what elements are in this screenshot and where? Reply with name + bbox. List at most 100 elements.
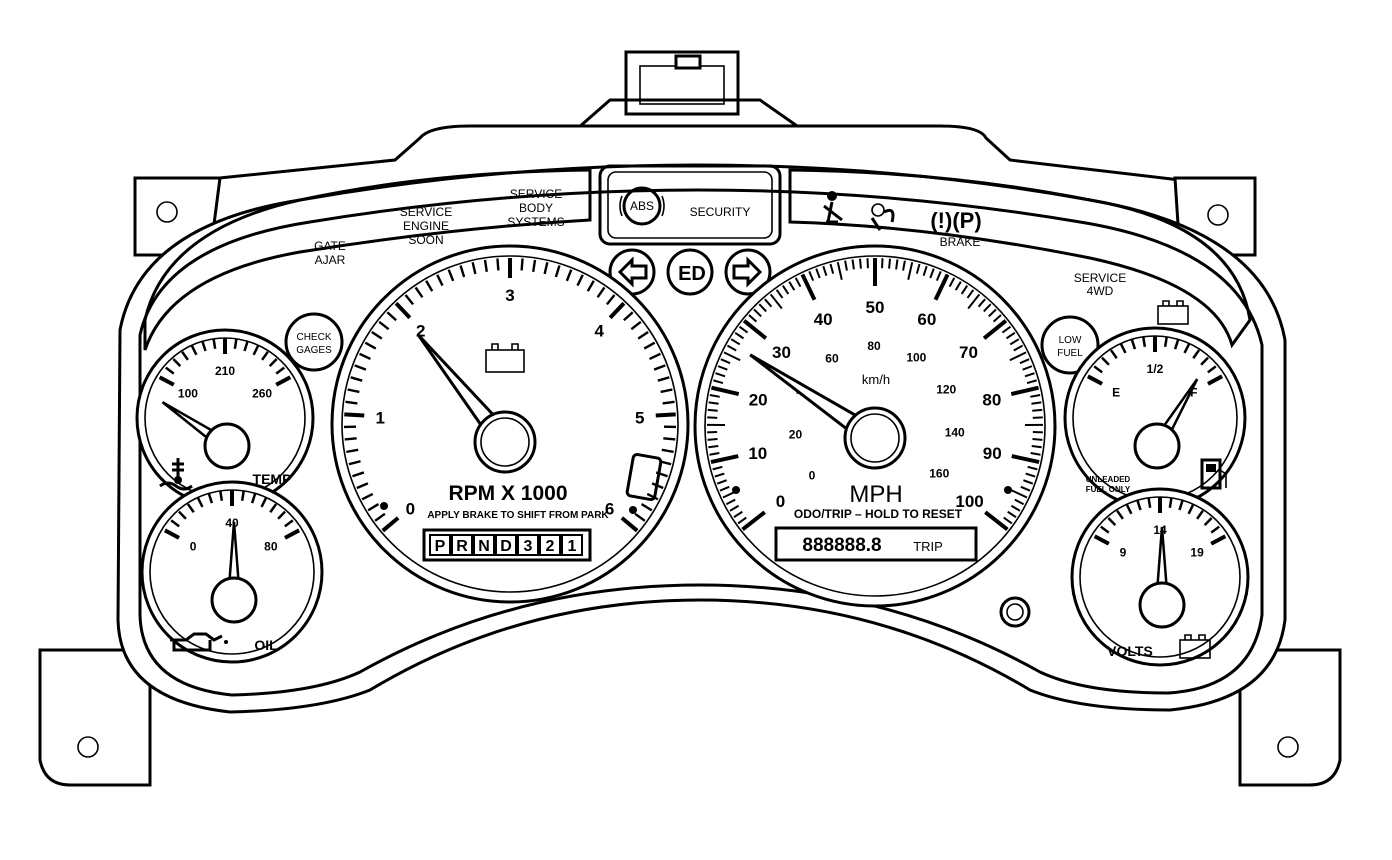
- speed-tick: [992, 314, 1002, 323]
- gauge-volts-tick: [1100, 525, 1110, 534]
- gate-ajar-label: GATE: [314, 239, 346, 253]
- right-bottom-mount-hole: [1277, 736, 1299, 758]
- speed-tick: [716, 479, 727, 485]
- tach-tick: [660, 388, 673, 394]
- gauge-temp-tick: [165, 366, 175, 375]
- speed-tick: [966, 289, 975, 299]
- gauge-fuel-tick: [1142, 336, 1147, 347]
- tach-number: 4: [594, 321, 604, 340]
- speed-tick: [764, 298, 773, 308]
- gauge-fuel-tick: [1093, 365, 1103, 374]
- tach-tick: [374, 512, 386, 522]
- speed-tick: [1027, 465, 1038, 471]
- tach-tick: [414, 286, 424, 299]
- speed-mph-number: 60: [917, 310, 936, 329]
- speed-tick: [737, 516, 747, 525]
- gauge-fuel-tick: [1101, 356, 1110, 366]
- gauge-volts-tick: [1168, 497, 1173, 508]
- tach-tick: [646, 492, 659, 501]
- fuel-only-label: FUEL ONLY: [1086, 485, 1131, 494]
- odo-trip-label: ODO/TRIP – HOLD TO RESET: [794, 507, 963, 521]
- gauge-oil-tick: [207, 493, 214, 504]
- gauge-oil-tick: [178, 510, 187, 520]
- speed-tick: [1032, 438, 1043, 441]
- tach-tick: [520, 258, 524, 271]
- gauge-temp-hub: [203, 422, 251, 470]
- gate-ajar-label-2: AJAR: [315, 253, 346, 267]
- gauge-volts-tick: [1178, 500, 1184, 511]
- tach-tick: [436, 274, 444, 287]
- speed-tick: [1011, 454, 1040, 465]
- speed-tick: [719, 485, 730, 492]
- oil-label: OIL: [254, 637, 278, 653]
- speed-tick: [748, 314, 758, 323]
- speed-tick: [741, 510, 766, 532]
- gauge-volts-hub: [1138, 581, 1186, 629]
- speed-mph-number: 40: [814, 310, 833, 329]
- gauge-fuel-tick: [1173, 339, 1180, 350]
- trip-reset-knob[interactable]: [999, 596, 1031, 628]
- svg-text:GAGES: GAGES: [296, 345, 332, 356]
- speed-tick: [800, 273, 817, 301]
- speed-tick: [715, 372, 726, 378]
- speed-tick: [822, 265, 828, 276]
- speed-tick: [933, 273, 950, 301]
- tach-tick: [637, 330, 649, 340]
- apply-brake-label: APPLY BRAKE TO SHIFT FROM PARK: [427, 510, 609, 521]
- speed-tick: [983, 303, 992, 313]
- speed-tick: [808, 271, 815, 281]
- tach-tick: [345, 400, 358, 405]
- speed-tick: [844, 260, 848, 271]
- gauge-volts-tick: [1136, 500, 1142, 511]
- prndl-letter: D: [500, 538, 512, 555]
- speed-tick: [977, 298, 986, 308]
- speed-kmh-number: 60: [825, 352, 839, 366]
- speed-tick: [1031, 401, 1042, 405]
- gauge-temp-tick: [190, 345, 198, 356]
- speed-kmh-number: 160: [929, 467, 949, 481]
- gauge-fuel-tick: [1109, 349, 1118, 359]
- telltale-strip-left: GATE AJAR SERVICE ENGINE SOON SERVICE BO…: [143, 168, 592, 351]
- speed-tick: [1026, 379, 1037, 385]
- gauge-temp-tick: [181, 350, 189, 361]
- gauge-fuel-tick: [1183, 343, 1191, 354]
- speed-tick: [1020, 485, 1031, 492]
- tach-tick: [371, 330, 383, 340]
- left-top-mount-hole: [156, 201, 178, 223]
- tach-tick: [630, 320, 642, 331]
- speed-tick: [1031, 445, 1042, 449]
- tach-tick: [620, 516, 639, 533]
- speed-tick: [922, 265, 928, 276]
- gauge-temp-tick: [252, 345, 260, 356]
- connector-plug-icon: [577, 50, 801, 130]
- mph-title: MPH: [849, 481, 902, 508]
- speed-tick: [888, 258, 891, 269]
- gauge-volts-tick: [1147, 497, 1152, 508]
- service-body-systems-label-3: SYSTEMS: [507, 215, 564, 229]
- speed-tick: [1010, 385, 1040, 396]
- temp-label: TEMP: [253, 471, 292, 487]
- abs-icon: ABS: [619, 186, 665, 226]
- tach-tick: [346, 448, 359, 454]
- gauge-oil-number: 80: [264, 539, 278, 553]
- unleaded-label: UNLEADED: [1086, 475, 1131, 484]
- gauge-fuel-tick: [1200, 356, 1209, 366]
- speed-tick: [794, 277, 802, 288]
- gauge-oil-tick: [284, 528, 301, 540]
- rpm-title: RPM X 1000: [448, 482, 567, 505]
- speed-tick: [709, 452, 720, 456]
- speed-mph-number: 70: [959, 343, 978, 362]
- headlamp-icon: ED: [678, 263, 706, 285]
- gauge-volts-number: 19: [1190, 545, 1204, 559]
- tach-tick: [554, 265, 561, 278]
- airbag-icon: [870, 203, 895, 231]
- speed-tick: [960, 285, 969, 295]
- volts-battery-icon: [1179, 634, 1211, 659]
- speed-mph-number: 30: [772, 343, 791, 362]
- speed-kmh-number: 100: [906, 351, 926, 365]
- speed-tick: [1022, 365, 1033, 371]
